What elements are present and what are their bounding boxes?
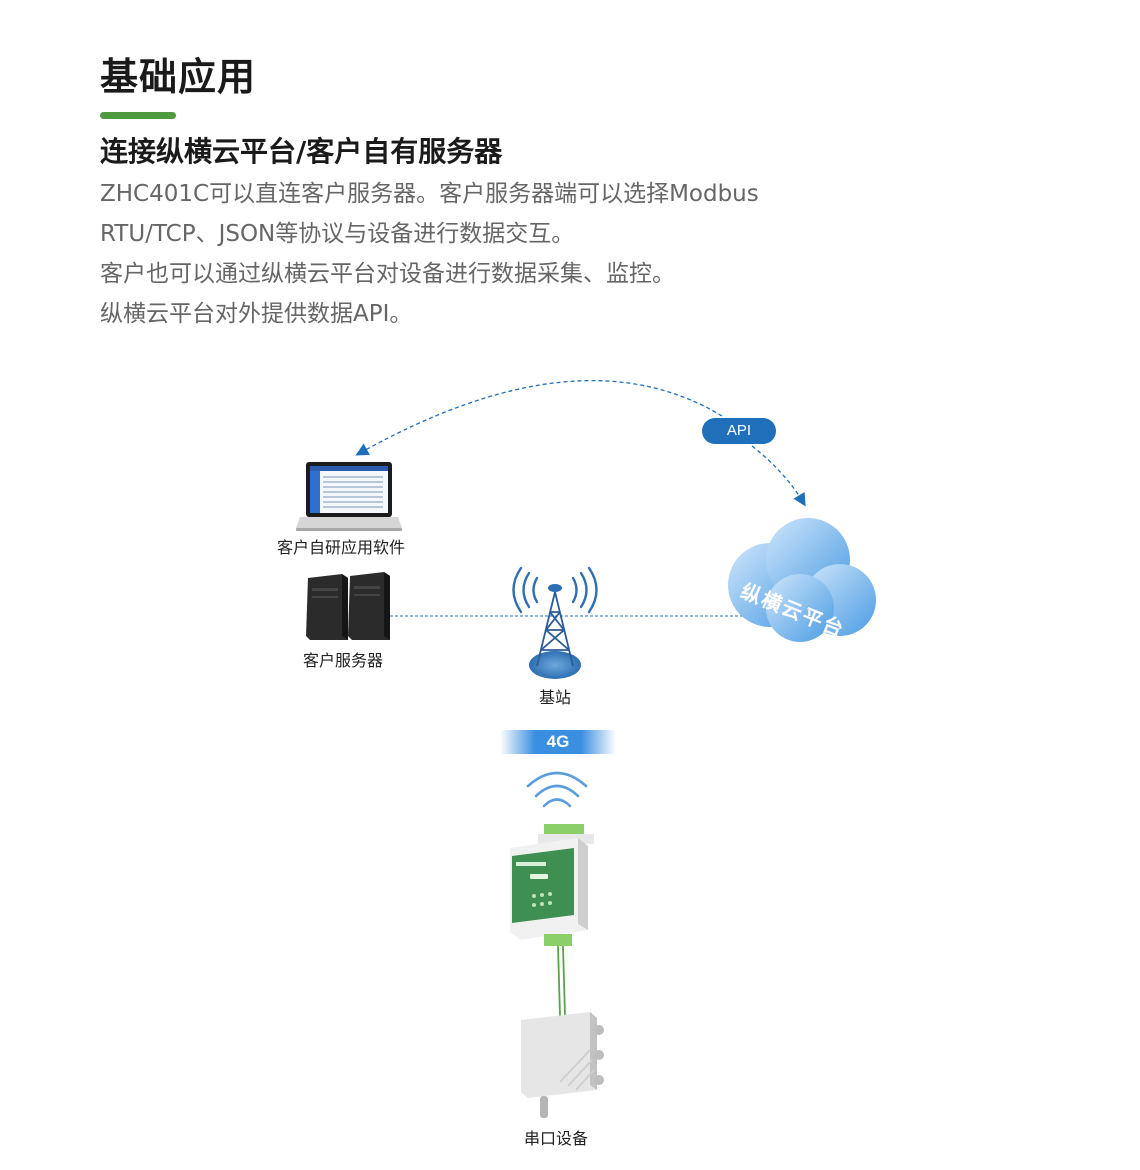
page-title: 基础应用 — [100, 55, 257, 99]
serial-device-icon — [521, 1012, 604, 1118]
serial-cable — [557, 945, 566, 1017]
laptop-label: 客户自研应用软件 — [277, 538, 406, 557]
network-band — [500, 730, 616, 754]
wireless-waves-icon — [526, 771, 588, 808]
tower-icon — [512, 566, 598, 679]
server-icon — [306, 572, 390, 640]
description-line: 纵横云平台对外提供数据API。 — [100, 301, 413, 327]
device-zhc401c-icon — [510, 824, 594, 946]
description-line: RTU/TCP、JSON等协议与设备进行数据交互。 — [100, 221, 575, 247]
description-line: 客户也可以通过纵横云平台对设备进行数据采集、监控。 — [100, 261, 675, 287]
title-underline — [100, 112, 176, 119]
description: ZHC401C可以直连客户服务器。客户服务器端可以选择Modbus RTU/TC… — [100, 174, 759, 334]
page-subtitle: 连接纵横云平台/客户自有服务器 — [100, 135, 503, 168]
description-line: ZHC401C可以直连客户服务器。客户服务器端可以选择Modbus — [100, 181, 759, 207]
laptop-icon — [296, 462, 402, 531]
serial-device-label: 串口设备 — [524, 1129, 589, 1148]
server-label: 客户服务器 — [303, 651, 384, 670]
api-badge: API — [702, 418, 776, 444]
api-arc-to-cloud — [751, 445, 806, 507]
cloud-icon — [728, 518, 876, 642]
api-arc-to-laptop — [355, 380, 723, 456]
network-badge-4g: 4G — [546, 732, 570, 751]
tower-label: 基站 — [539, 688, 572, 707]
